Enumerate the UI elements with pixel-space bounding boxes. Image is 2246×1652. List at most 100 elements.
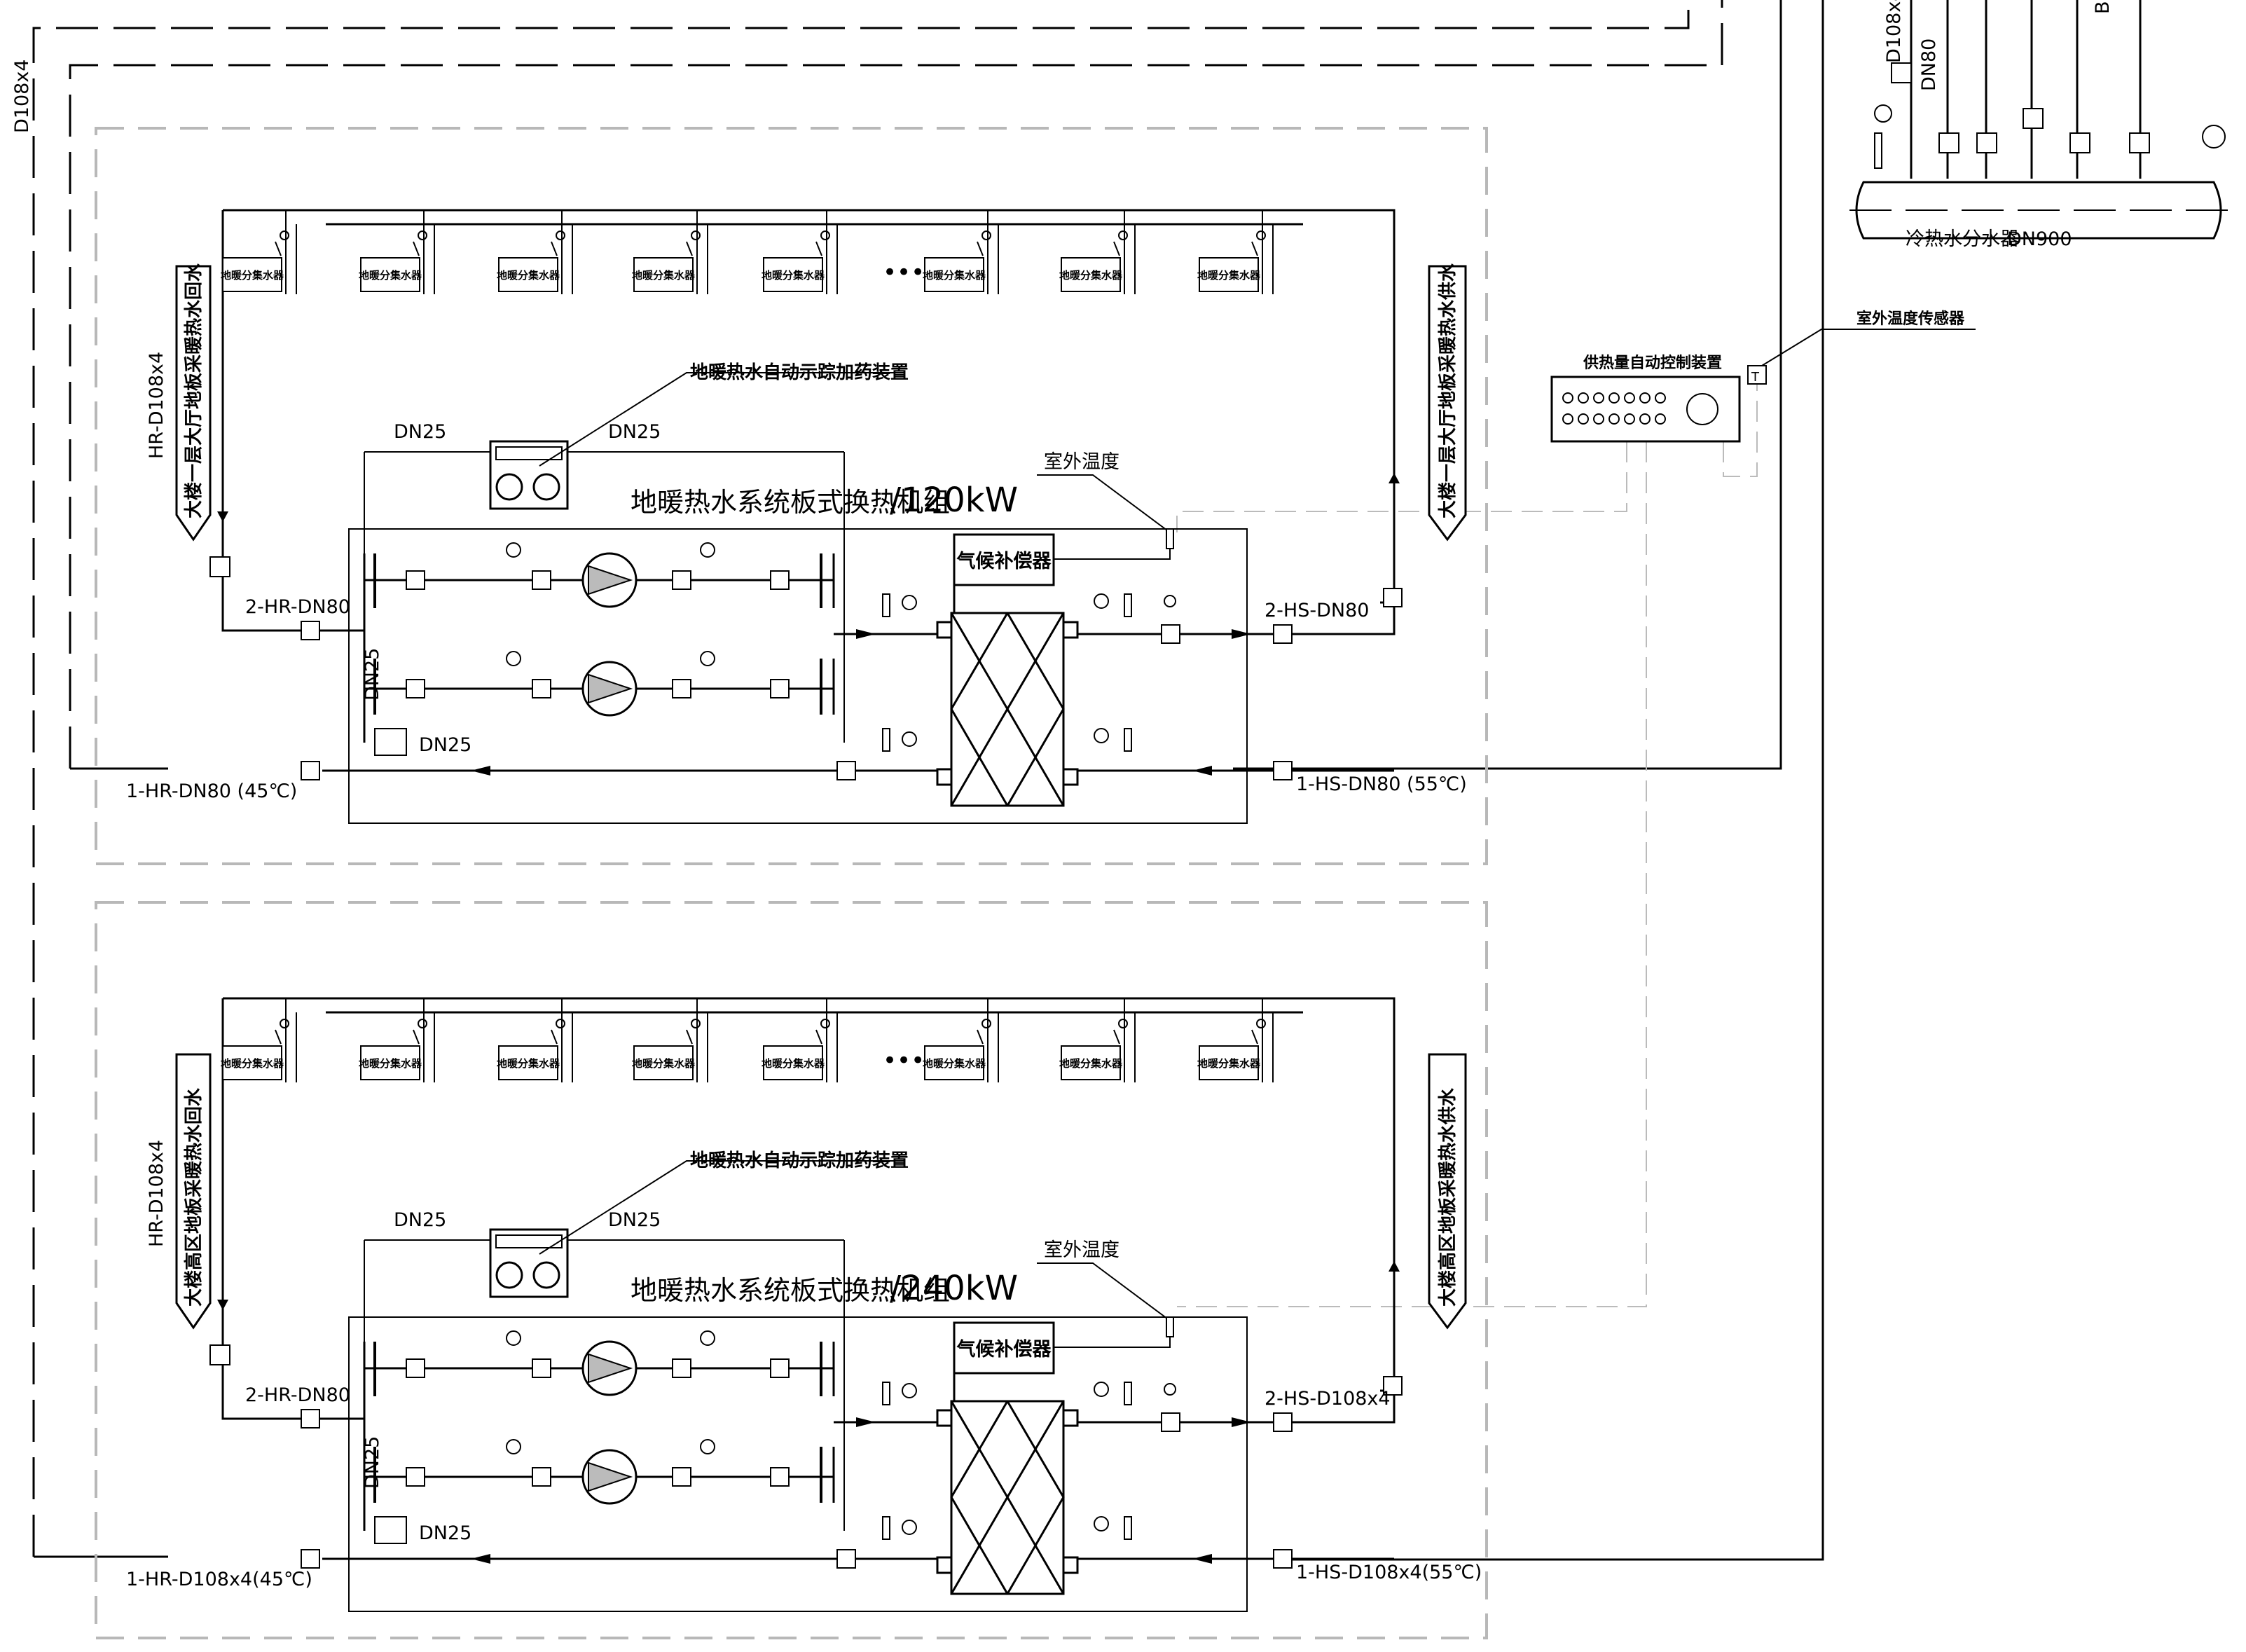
header-cut-label: B xyxy=(2092,1,2114,14)
controller-indicators xyxy=(1562,392,1666,425)
sensor-icon xyxy=(1747,365,1767,385)
indicator-light xyxy=(1608,413,1620,425)
manifold-label: 地暖分集水器 xyxy=(1059,269,1123,282)
indicator-light xyxy=(1624,413,1635,425)
return-riser-box: 大楼高区地板采暖热水回水 xyxy=(175,1053,212,1330)
indicator-light xyxy=(1639,413,1651,425)
manifold-label: 地暖分集水器 xyxy=(1197,269,1261,282)
floor-manifold-row: 地暖分集水器 地暖分集水器 地暖分集水器 地暖分集水器 地暖分集水器 地暖分集水器 地暖分集… xyxy=(221,998,1274,1082)
manifold-label: 地暖分集水器 xyxy=(1197,1057,1261,1070)
manifold-ellipsis: ••• xyxy=(883,1047,925,1075)
header-panel: 冷热水分水器 DN900 D108x4 DN80 B 室外温度传感器 T 供热量… xyxy=(1550,0,2231,443)
floor-manifold: 地暖分集水器 xyxy=(762,210,838,294)
return-main-label: 1-HR-D108x4(45℃) xyxy=(126,1569,312,1590)
controller-label: 供热量自动控制装置 xyxy=(1583,354,1722,372)
outer-dashed-lines xyxy=(32,0,1723,1557)
floor-manifold: 地暖分集水器 xyxy=(359,998,435,1082)
indicator-light xyxy=(1578,392,1589,404)
return-riser-label: 大楼一层大厅地板采暖热水回水 xyxy=(184,263,205,518)
supply-main-label: 1-HS-D108x4(55℃) xyxy=(1296,1562,1482,1583)
manifold-label: 地暖分集水器 xyxy=(762,269,825,282)
manifold-label: 地暖分集水器 xyxy=(632,1057,696,1070)
compensator-label: 气候补偿器 xyxy=(956,1339,1052,1361)
floor-manifold: 地暖分集水器 xyxy=(359,210,435,294)
riser-pipe-label: HR-D108x4 xyxy=(146,1140,167,1247)
floor-manifold: 地暖分集水器 xyxy=(1197,998,1274,1082)
indicator-light xyxy=(1608,392,1620,404)
manifold-label: 地暖分集水器 xyxy=(359,269,422,282)
manifold-label: 地暖分集水器 xyxy=(221,1057,284,1070)
floor-manifold: 地暖分集水器 xyxy=(221,210,297,294)
return-main-label: 1-HR-DN80 (45℃) xyxy=(126,780,297,802)
dosing-device xyxy=(364,1228,845,1531)
heat-exchanger-unit-2: 地暖分集水器 地暖分集水器 地暖分集水器 地暖分集水器 地暖分集水器 地暖分集水器 地暖分集… xyxy=(126,997,1482,1612)
manifold-ellipsis: ••• xyxy=(883,259,925,287)
distributor-label: 冷热水分水器 xyxy=(1906,228,2019,250)
outdoor-sensor-label: 室外温度传感器 xyxy=(1856,310,1965,328)
supply-riser-box: 大楼高区地板采暖热水供水 xyxy=(1428,1053,1467,1330)
floor-manifold: 地暖分集水器 xyxy=(1197,210,1274,294)
indicator-light xyxy=(1593,392,1604,404)
indicator-light xyxy=(1655,413,1666,425)
circulation-pumps xyxy=(581,1340,638,1505)
indicator-light xyxy=(1624,392,1635,404)
dn25-bypass: DN25 xyxy=(361,648,383,701)
manifold-label: 地暖分集水器 xyxy=(359,1057,422,1070)
return-riser-box: 大楼一层大厅地板采暖热水回水 xyxy=(175,263,212,542)
dn25-right: DN25 xyxy=(608,1209,661,1231)
return-branch-label: 2-HR-DN80 xyxy=(245,1384,350,1406)
floor-manifold-row: 地暖分集水器地暖分集水器地暖分集水器地暖分集水器地暖分集水器地暖分集水器地暖分集… xyxy=(221,210,1274,294)
floor-manifold: 地暖分集水器 xyxy=(1059,998,1136,1082)
controller-dial-icon xyxy=(1686,393,1718,425)
compensator-label: 气候补偿器 xyxy=(956,551,1052,572)
dn25-dosing-outlet: DN25 xyxy=(419,734,471,756)
outer-solid-risers xyxy=(34,0,1824,1561)
header-dn-label: DN80 xyxy=(1918,39,1940,91)
indicator-light xyxy=(1562,413,1573,425)
manifold-label: 地暖分集水器 xyxy=(221,269,284,282)
plate-heat-exchanger xyxy=(936,1400,1079,1595)
floor-manifold: 地暖分集水器 xyxy=(762,998,838,1082)
supply-branch-label: 2-HS-DN80 xyxy=(1265,600,1369,621)
zone-frames xyxy=(95,127,1488,1639)
return-riser-label: 大楼高区地板采暖热水回水 xyxy=(183,1087,205,1307)
manifold-label: 地暖分集水器 xyxy=(923,269,986,282)
unit-title: 地暖热水系统板式换热机组 xyxy=(631,1275,950,1306)
dn25-left: DN25 xyxy=(394,1209,446,1231)
indicator-light xyxy=(1639,392,1651,404)
circulation-pumps xyxy=(581,552,638,717)
floor-manifold: 地暖分集水器 xyxy=(923,210,999,294)
manifold-label: 地暖分集水器 xyxy=(923,1057,986,1070)
floor-manifold: 地暖分集水器 xyxy=(497,998,573,1082)
dn25-left: DN25 xyxy=(394,421,446,443)
indicator-light xyxy=(1562,392,1573,404)
dn25-right: DN25 xyxy=(608,421,661,443)
floor-manifold: 地暖分集水器 xyxy=(221,998,297,1082)
supply-riser-label: 大楼一层大厅地板采暖热水供水 xyxy=(1438,263,1459,518)
heat-exchanger-unit-1: 地暖分集水器地暖分集水器地暖分集水器地暖分集水器地暖分集水器地暖分集水器地暖分集… xyxy=(126,209,1467,824)
floor-manifold: 地暖分集水器 xyxy=(632,210,708,294)
dosing-label: 地暖热水自动示踪加药装置 xyxy=(690,362,909,383)
supply-main-label: 1-HS-DN80 (55℃) xyxy=(1296,773,1467,795)
unit-title: 地暖热水系统板式换热机组 xyxy=(631,487,950,518)
dn25-bypass: DN25 xyxy=(361,1436,383,1489)
dosing-label: 地暖热水自动示踪加药装置 xyxy=(690,1150,909,1171)
unit-power: /120kW xyxy=(890,481,1018,520)
manifold-label: 地暖分集水器 xyxy=(762,1057,825,1070)
plate-heat-exchanger xyxy=(936,612,1079,807)
sensor-symbol: T xyxy=(1751,370,1760,385)
controller-box xyxy=(1550,376,1741,443)
distributor-size: DN900 xyxy=(2007,228,2072,250)
manifold-label: 地暖分集水器 xyxy=(1059,1057,1123,1070)
floor-manifold: 地暖分集水器 xyxy=(923,998,999,1082)
unit-power: /240kW xyxy=(890,1269,1018,1308)
floor-manifold: 地暖分集水器 xyxy=(632,998,708,1082)
manifold-label: 地暖分集水器 xyxy=(497,1057,560,1070)
return-branch-label: 2-HR-DN80 xyxy=(245,596,350,618)
outdoor-temp-label: 室外温度 xyxy=(1044,451,1119,473)
control-signal-lines xyxy=(1176,382,1758,1307)
indicator-light xyxy=(1593,413,1604,425)
floor-manifold: 地暖分集水器 xyxy=(497,210,573,294)
outdoor-temp-label: 室外温度 xyxy=(1044,1239,1119,1261)
